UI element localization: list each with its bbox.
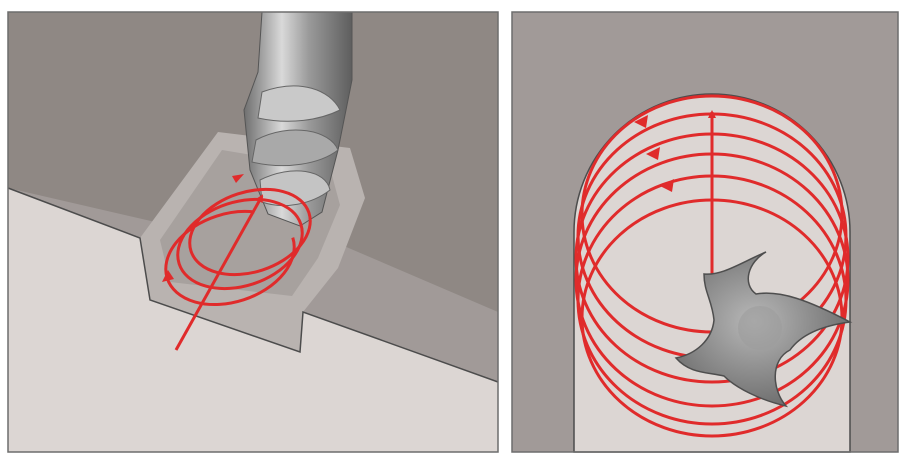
left-panel [8, 12, 498, 452]
right-panel [512, 12, 898, 452]
cutter-center [738, 306, 782, 350]
